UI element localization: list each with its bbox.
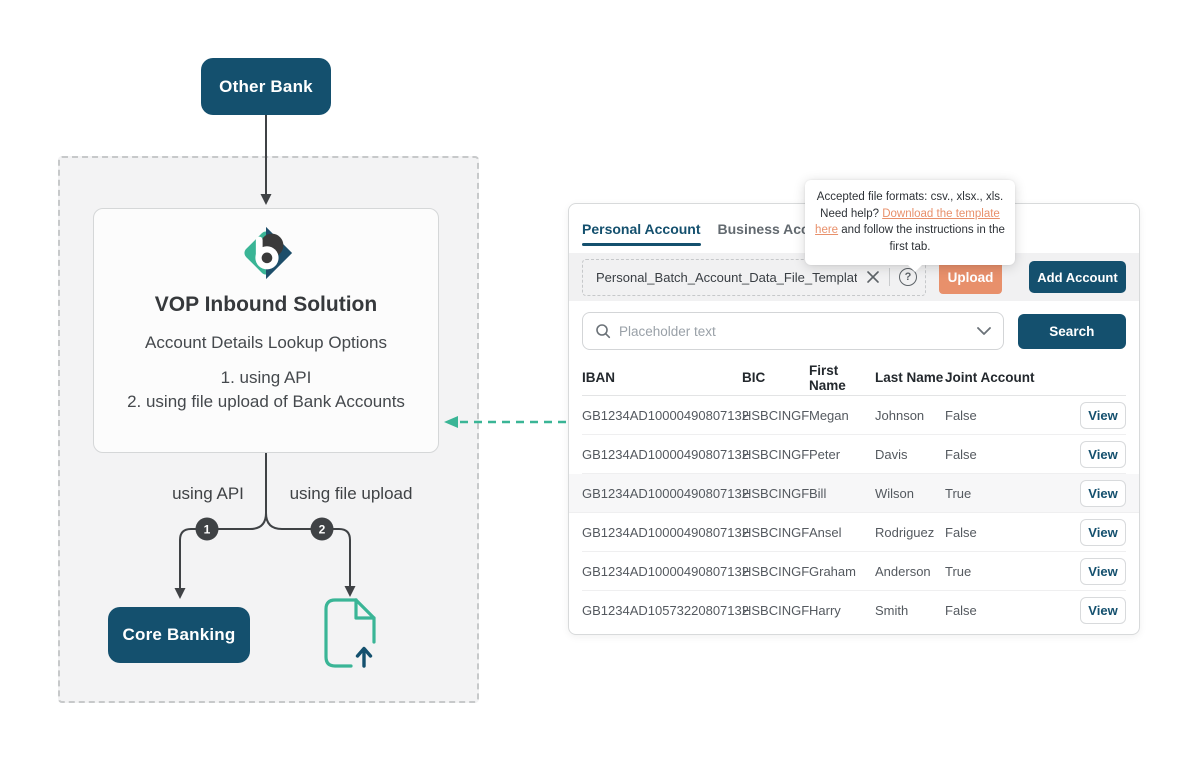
vop-solution-box: VOP Inbound Solution Account Details Loo…: [93, 208, 439, 453]
branch-file-label: using file upload: [289, 484, 413, 503]
view-button[interactable]: View: [1080, 479, 1126, 507]
cell-last-name: Johnson: [875, 407, 925, 423]
column-header: Last Name: [875, 370, 944, 385]
search-box[interactable]: [582, 312, 1004, 350]
file-upload-icon: [324, 598, 376, 668]
solution-option-1: 1. using API: [220, 368, 312, 387]
upload-button[interactable]: Upload: [939, 260, 1002, 294]
cell-actions: View: [1080, 597, 1126, 624]
cell-iban: GB1234AD10000490807132: [582, 407, 749, 423]
file-dropzone[interactable]: Personal_Batch_Account_Data_File_Templat…: [582, 258, 926, 296]
search-toolbar: Search: [569, 301, 1139, 360]
cell-first-name: Graham: [809, 563, 856, 579]
solution-title: VOP Inbound Solution: [154, 293, 378, 316]
search-input[interactable]: [619, 323, 969, 339]
cell-joint-account: True: [945, 563, 972, 579]
brand-logo-icon: [244, 226, 293, 280]
selected-filename: Personal_Batch_Account_Data_File_Templat…: [596, 269, 857, 285]
search-icon: [596, 324, 611, 339]
cell-iban: GB1234AD10000490807132: [582, 485, 749, 501]
column-header: BIC: [742, 370, 766, 385]
cell-joint-account: False: [945, 446, 977, 462]
view-button[interactable]: View: [1080, 440, 1126, 468]
cell-first-name: Megan: [809, 407, 849, 423]
cell-iban: GB1234AD10573220807132: [582, 603, 749, 618]
solution-subtitle: Account Details Lookup Options: [145, 333, 387, 352]
tooltip-text-after: and follow the instructions in the first…: [838, 224, 1005, 253]
cell-iban: GB1234AD10000490807132: [582, 563, 749, 579]
clear-file-icon[interactable]: [866, 270, 880, 284]
solution-option-2: 2. using file upload of Bank Accounts: [127, 392, 405, 411]
cell-bic: HSBCINGF: [742, 485, 810, 501]
add-account-button[interactable]: Add Account: [1029, 261, 1126, 293]
solution-options: 1. using API 2. using file upload of Ban…: [127, 366, 405, 414]
cell-last-name: Smith: [875, 603, 909, 618]
cell-first-name: Bill: [809, 485, 827, 501]
download-template-link[interactable]: Download the template here: [815, 207, 1000, 237]
cell-last-name: Rodriguez: [875, 524, 935, 540]
cell-actions: View: [1080, 479, 1126, 507]
cell-actions: View: [1080, 401, 1126, 429]
cell-bic: HSBCINGF: [742, 603, 810, 618]
cell-actions: View: [1080, 518, 1126, 546]
cell-actions: View: [1080, 557, 1126, 585]
view-button[interactable]: View: [1080, 518, 1126, 546]
cell-joint-account: False: [945, 407, 977, 423]
column-header: IBAN: [582, 370, 615, 385]
file-formats-tooltip: Accepted file formats: csv., xlsx., xls.…: [805, 180, 1015, 272]
cell-bic: HSBCINGF: [742, 407, 810, 423]
tab-personal-account[interactable]: Personal Account: [582, 204, 701, 253]
view-button[interactable]: View: [1080, 401, 1126, 429]
column-header: Joint Account: [945, 370, 1035, 385]
cell-bic: HSBCINGF: [742, 524, 810, 540]
other-bank-node: Other Bank: [201, 58, 331, 115]
cell-first-name: Peter: [809, 446, 841, 462]
account-panel: Personal Account Business Account Person…: [568, 203, 1140, 635]
cell-first-name: Harry: [809, 603, 841, 618]
core-banking-label: Core Banking: [122, 625, 236, 644]
chevron-down-icon[interactable]: [976, 327, 991, 335]
cell-bic: HSBCINGF: [742, 563, 810, 579]
view-button[interactable]: View: [1080, 597, 1126, 624]
cell-joint-account: False: [945, 524, 977, 540]
cell-iban: GB1234AD10000490807132: [582, 524, 749, 540]
cell-joint-account: True: [945, 485, 972, 501]
cell-last-name: Anderson: [875, 563, 931, 579]
tooltip-text-before: Accepted file formats: csv., xlsx., xls.…: [816, 191, 1004, 220]
cell-last-name: Davis: [875, 446, 908, 462]
cell-actions: View: [1080, 440, 1126, 468]
cell-bic: HSBCINGF: [742, 446, 810, 462]
search-button[interactable]: Search: [1017, 313, 1126, 349]
cell-iban: GB1234AD10000490807132: [582, 446, 749, 462]
tab-personal-account-label: Personal Account: [582, 220, 701, 237]
cell-joint-account: False: [945, 603, 977, 618]
upload-arrow-icon: [355, 646, 373, 668]
cell-last-name: Wilson: [875, 485, 915, 501]
other-bank-label: Other Bank: [219, 76, 313, 96]
core-banking-node: Core Banking: [108, 607, 250, 663]
column-header: First Name: [809, 362, 846, 393]
branch-api-label: using API: [172, 484, 244, 503]
cell-first-name: Ansel: [809, 524, 842, 540]
divider: [889, 268, 890, 286]
view-button[interactable]: View: [1080, 557, 1126, 585]
